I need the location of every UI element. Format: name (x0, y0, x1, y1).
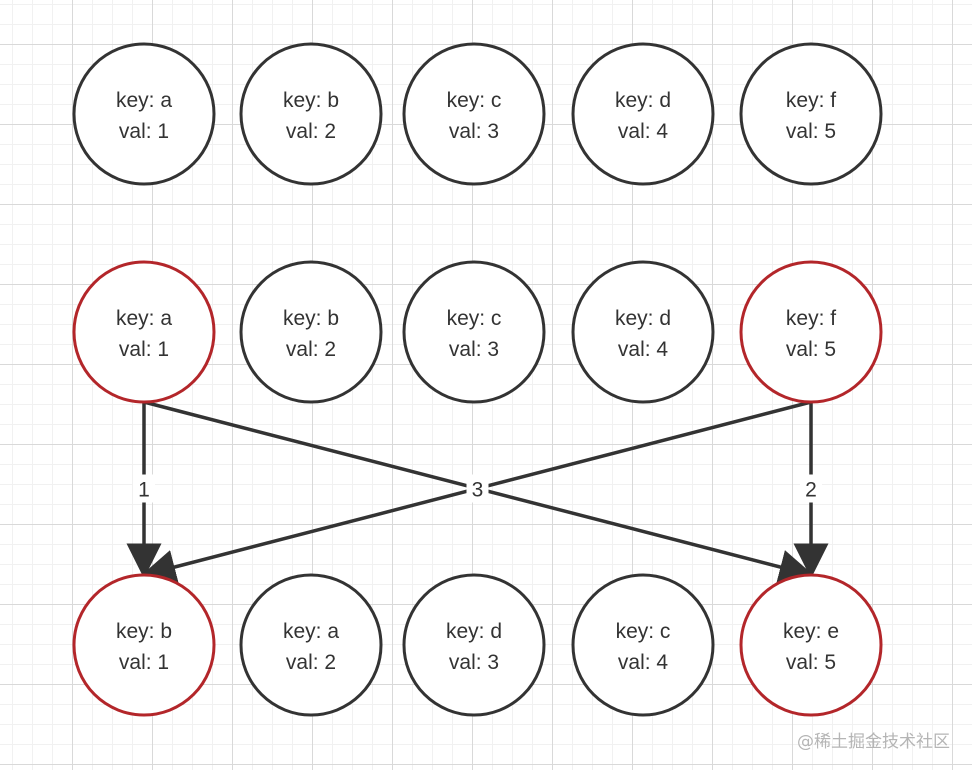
node-r0-c3: key: d val: 4 (571, 42, 715, 186)
node-circle (739, 260, 883, 404)
edge-labels-layer: 1 2 3 (133, 474, 822, 503)
node-key-label: key: f (786, 307, 836, 330)
node-key-label: key: f (786, 89, 836, 112)
node-key-label: key: b (283, 307, 339, 330)
edge-label: 2 (805, 479, 817, 502)
node-r1-c1: key: b val: 2 (239, 260, 383, 404)
node-val-label: val: 1 (119, 120, 169, 143)
node-r0-c1: key: b val: 2 (239, 42, 383, 186)
node-key-label: key: b (116, 620, 172, 643)
node-key-label: key: a (283, 620, 339, 643)
node-key-label: key: c (616, 620, 671, 643)
node-val-label: val: 3 (449, 651, 499, 674)
node-r1-c2: key: c val: 3 (402, 260, 546, 404)
edge-label-bg (466, 474, 489, 503)
node-circle (239, 573, 383, 717)
node-circle (402, 573, 546, 717)
node-val-label: val: 5 (786, 338, 836, 361)
node-val-label: val: 4 (618, 651, 669, 674)
node-r0-c4: key: f val: 5 (739, 42, 883, 186)
node-key-label: key: d (615, 89, 671, 112)
node-r2-c1: key: a val: 2 (239, 573, 383, 717)
node-circle (571, 42, 715, 186)
node-r1-c0: key: a val: 1 (72, 260, 216, 404)
node-val-label: val: 2 (286, 338, 336, 361)
watermark: @稀土掘金技术社区 (797, 732, 950, 752)
node-circle (72, 573, 216, 717)
node-val-label: val: 4 (618, 338, 669, 361)
node-circle (72, 42, 216, 186)
node-r1-c3: key: d val: 4 (571, 260, 715, 404)
node-key-label: key: c (447, 89, 502, 112)
edge-label-bg (133, 474, 155, 503)
node-r2-c3: key: c val: 4 (571, 573, 715, 717)
node-val-label: val: 4 (618, 120, 669, 143)
node-key-label: key: c (447, 307, 502, 330)
node-r0-c0: key: a val: 1 (72, 42, 216, 186)
node-val-label: val: 1 (119, 338, 169, 361)
node-circle (402, 42, 546, 186)
node-key-label: key: e (783, 620, 839, 643)
node-val-label: val: 2 (286, 651, 336, 674)
node-val-label: val: 5 (786, 651, 836, 674)
node-circle (239, 260, 383, 404)
edge-label: 3 (472, 479, 484, 502)
node-val-label: val: 5 (786, 120, 836, 143)
edge-label: 1 (138, 479, 150, 502)
edge-label-bg (800, 474, 822, 503)
node-circle (72, 260, 216, 404)
node-key-label: key: d (446, 620, 502, 643)
node-val-label: val: 1 (119, 651, 169, 674)
node-circle (739, 573, 883, 717)
node-key-label: key: a (116, 307, 172, 330)
node-val-label: val: 3 (449, 338, 499, 361)
node-r1-c4: key: f val: 5 (739, 260, 883, 404)
node-key-label: key: d (615, 307, 671, 330)
node-r2-c0: key: b val: 1 (72, 573, 216, 717)
node-key-label: key: b (283, 89, 339, 112)
node-r2-c4: key: e val: 5 (739, 573, 883, 717)
node-val-label: val: 2 (286, 120, 336, 143)
node-val-label: val: 3 (449, 120, 499, 143)
node-circle (571, 260, 715, 404)
node-circle (402, 260, 546, 404)
node-key-label: key: a (116, 89, 172, 112)
node-r0-c2: key: c val: 3 (402, 42, 546, 186)
node-circle (739, 42, 883, 186)
node-circle (239, 42, 383, 186)
node-r2-c2: key: d val: 3 (402, 573, 546, 717)
node-circle (571, 573, 715, 717)
